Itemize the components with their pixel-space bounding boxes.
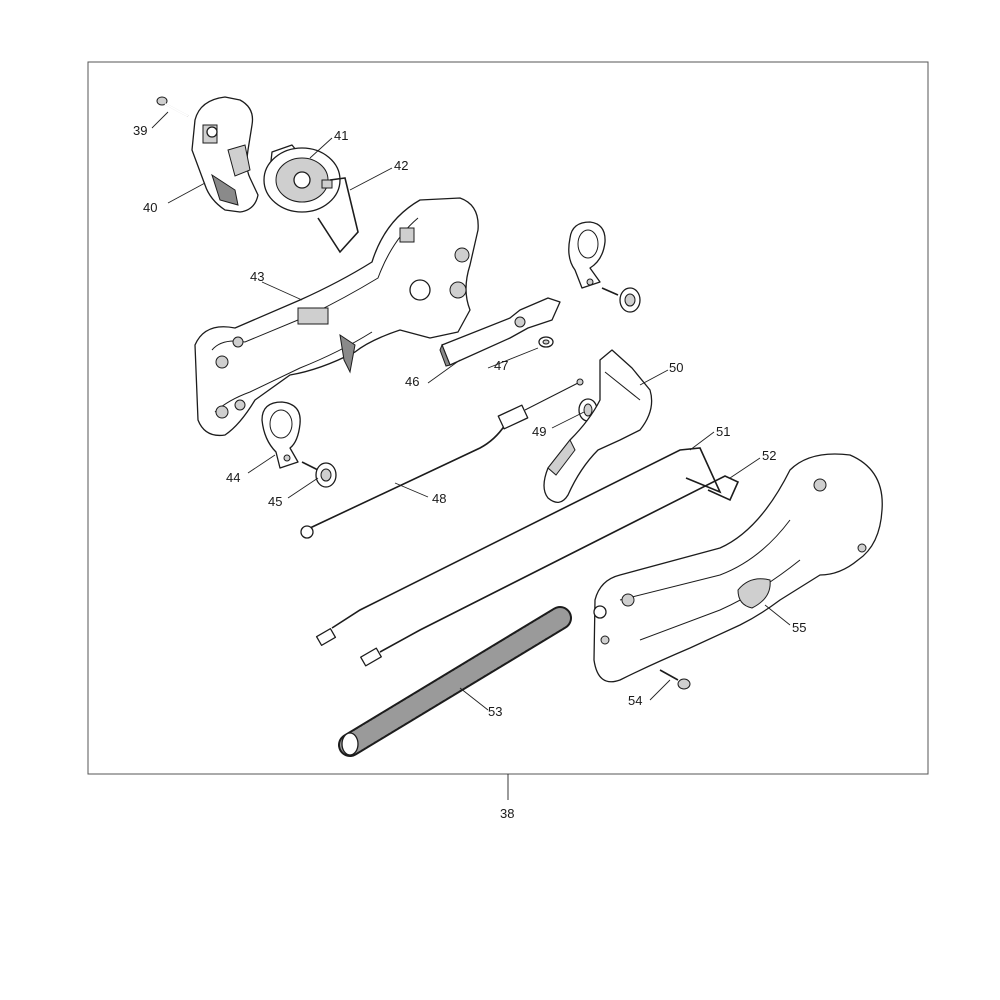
callout-49: 49 [532, 424, 546, 439]
part-clamp-upper [568, 221, 606, 289]
callout-53: 53 [488, 704, 502, 719]
part-51-wire [331, 447, 722, 629]
callout-52: 52 [762, 448, 776, 463]
callout-41: 41 [334, 128, 348, 143]
callout-48: 48 [432, 491, 446, 506]
callout-50: 50 [669, 360, 683, 375]
part-50-lever [543, 349, 653, 503]
callout-46: 46 [405, 374, 419, 389]
callout-54: 54 [628, 693, 642, 708]
part-43-handle-housing [194, 197, 479, 437]
callout-42: 42 [394, 158, 408, 173]
part-54-bolt [659, 669, 691, 690]
callout-55: 55 [792, 620, 806, 635]
callout-51: 51 [716, 424, 730, 439]
callout-47: 47 [494, 358, 508, 373]
part-47-spring [538, 336, 554, 348]
callout-45: 45 [268, 494, 282, 509]
part-39-bolt [156, 96, 189, 117]
part-42-spring-wire [317, 177, 359, 254]
callout-40: 40 [143, 200, 157, 215]
part-44-clamp [261, 401, 301, 469]
callout-38: 38 [500, 806, 514, 821]
part-48-throttle-cable [300, 378, 584, 539]
part-clamp-bolt-upper [601, 287, 641, 313]
part-52-connector [360, 647, 382, 667]
leader-lines [151, 111, 791, 711]
part-52-wire [379, 475, 740, 653]
part-45-bolt [301, 461, 337, 488]
callout-39: 39 [133, 123, 147, 138]
part-40-cover [191, 96, 259, 213]
part-46-throttle-trigger [439, 297, 561, 367]
part-55-rear-handle [593, 453, 883, 683]
callout-44: 44 [226, 470, 240, 485]
callout-43: 43 [250, 269, 264, 284]
part-51-connector [315, 628, 337, 646]
part-53-coil-spring [338, 606, 572, 757]
part-41-switch [263, 144, 341, 213]
